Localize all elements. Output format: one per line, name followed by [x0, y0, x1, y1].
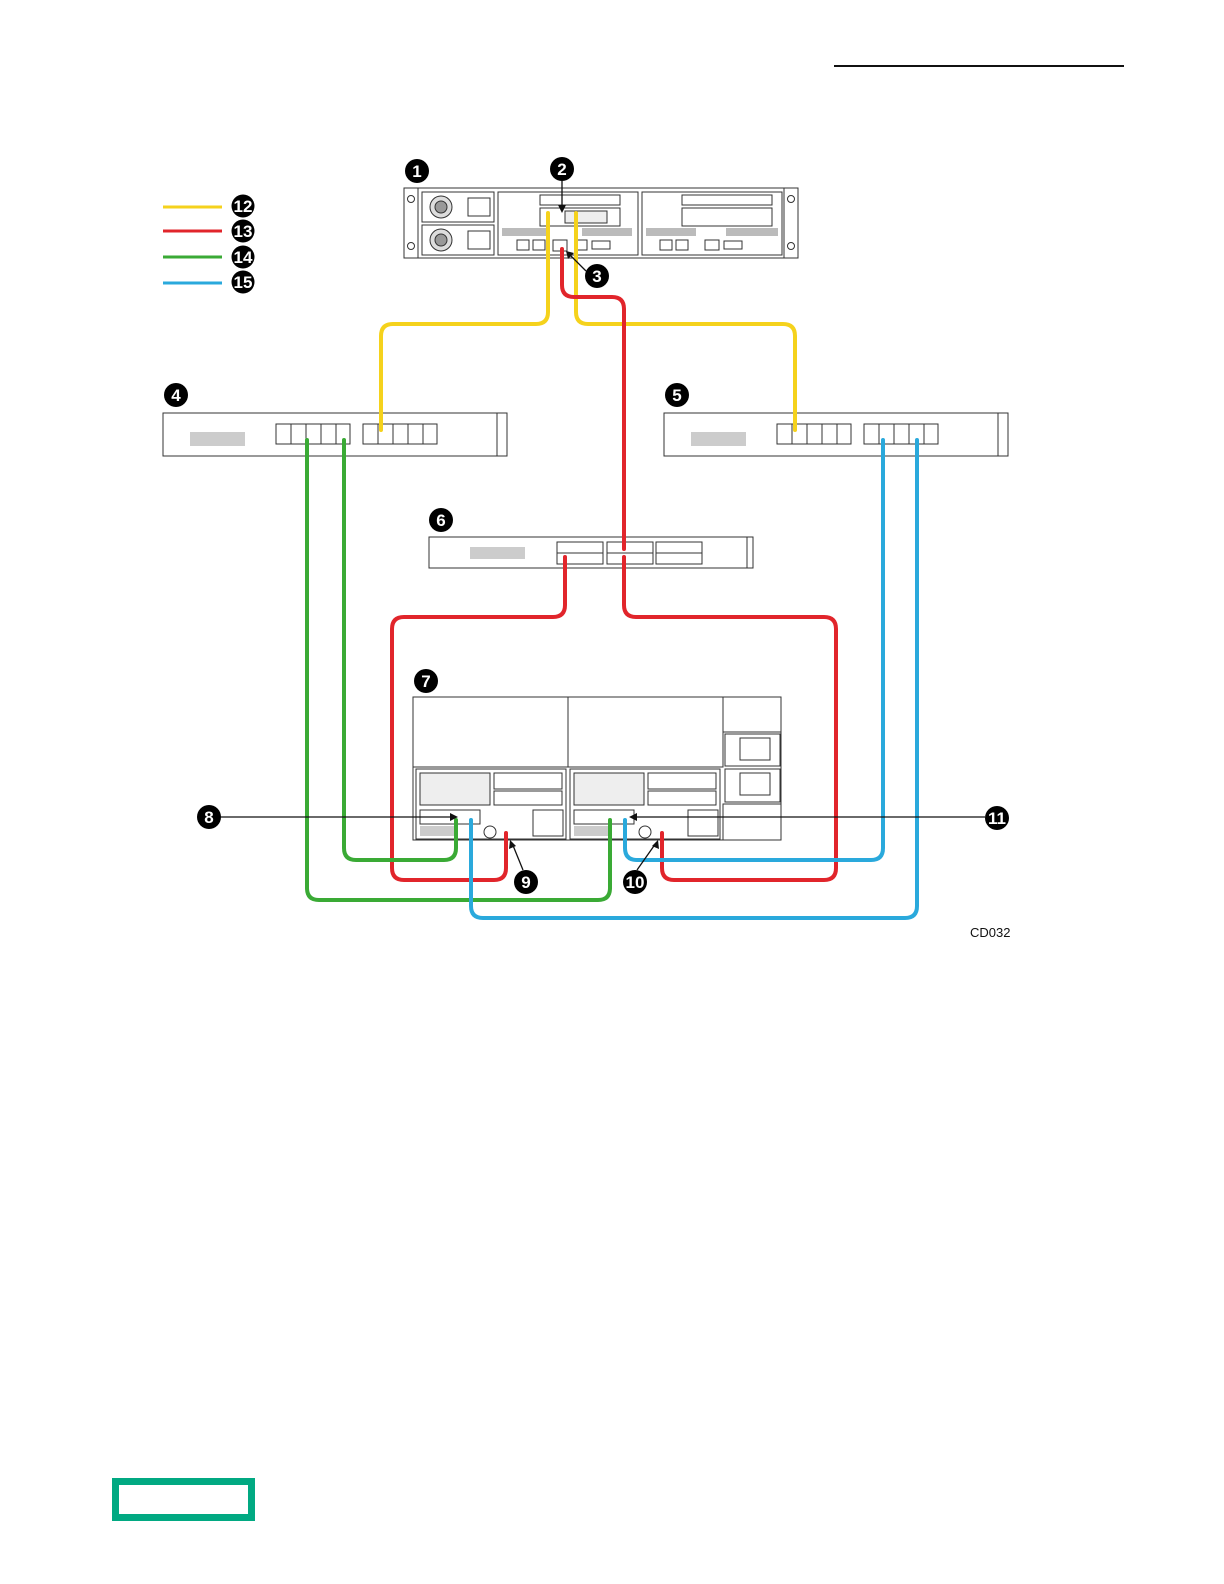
callout-9: 9	[514, 870, 538, 894]
svg-text:4: 4	[171, 386, 181, 405]
svg-text:12: 12	[234, 197, 253, 216]
brand-logo	[112, 1478, 255, 1521]
callout-4: 4	[164, 383, 188, 407]
leader-9	[512, 843, 523, 870]
callout-6: 6	[429, 508, 453, 532]
svg-text:14: 14	[234, 248, 253, 267]
svg-text:3: 3	[592, 267, 601, 286]
svg-text:1: 1	[412, 162, 421, 181]
svg-text:13: 13	[234, 222, 253, 241]
server-chassis	[404, 188, 798, 258]
cable-blue-2	[471, 440, 917, 918]
switch-4	[163, 413, 507, 456]
callout-1: 1	[405, 159, 429, 183]
callout-10: 10	[623, 870, 647, 894]
svg-text:8: 8	[204, 808, 213, 827]
callout-5: 5	[665, 383, 689, 407]
legend-callout-14: 14	[232, 246, 255, 269]
svg-text:7: 7	[421, 672, 430, 691]
svg-text:11: 11	[988, 809, 1006, 828]
callout-11: 11	[985, 806, 1009, 830]
legend-callout-12: 12	[232, 195, 255, 218]
svg-text:6: 6	[436, 511, 445, 530]
storage-enclosure	[413, 697, 781, 840]
switch-6	[429, 537, 753, 568]
leader-10	[637, 843, 656, 870]
callout-7: 7	[414, 669, 438, 693]
legend: 12 13 14 15	[163, 195, 255, 294]
legend-callout-13: 13	[232, 220, 255, 243]
switch-5	[664, 413, 1008, 456]
svg-text:15: 15	[234, 273, 253, 292]
svg-text:10: 10	[626, 873, 645, 892]
svg-text:9: 9	[521, 873, 530, 892]
legend-callout-15: 15	[232, 271, 255, 294]
callout-2: 2	[550, 157, 574, 181]
svg-text:2: 2	[557, 160, 566, 179]
svg-text:5: 5	[672, 386, 681, 405]
callout-3: 3	[585, 264, 609, 288]
callout-8: 8	[197, 805, 221, 829]
figure-id: CD032	[970, 925, 1010, 940]
cable-red-server-to-switch6	[562, 249, 624, 549]
